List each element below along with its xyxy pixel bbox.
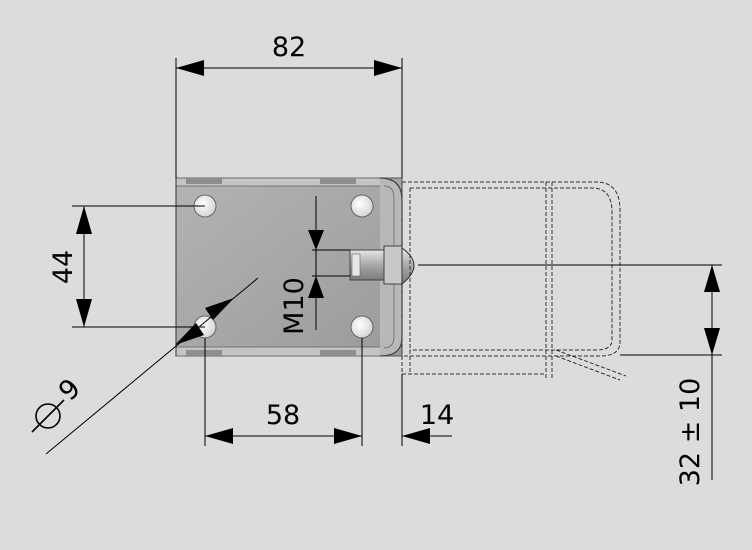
movable-part-dashed	[401, 181, 627, 381]
dimension-44: 44	[48, 205, 205, 328]
label-m10: M10	[279, 277, 310, 335]
dimension-14: 14	[401, 374, 454, 446]
dimension-32-10: 32 ± 10	[418, 264, 722, 487]
bolt	[349, 245, 415, 286]
dimension-m10: M10	[279, 196, 350, 335]
label-82: 82	[272, 32, 306, 63]
label-44: 44	[48, 250, 79, 284]
hole-top-right	[350, 194, 374, 218]
label-14: 14	[420, 400, 454, 431]
hole-bottom-right	[350, 315, 374, 339]
dimension-82: 82	[175, 32, 403, 178]
label-32-10: 32 ± 10	[675, 378, 706, 487]
diameter-symbol-icon	[35, 403, 61, 429]
label-dia-9: 9	[53, 373, 87, 407]
dimension-58: 58	[204, 338, 363, 446]
label-58: 58	[266, 400, 300, 431]
dimension-dia-9: 9	[31, 277, 259, 455]
